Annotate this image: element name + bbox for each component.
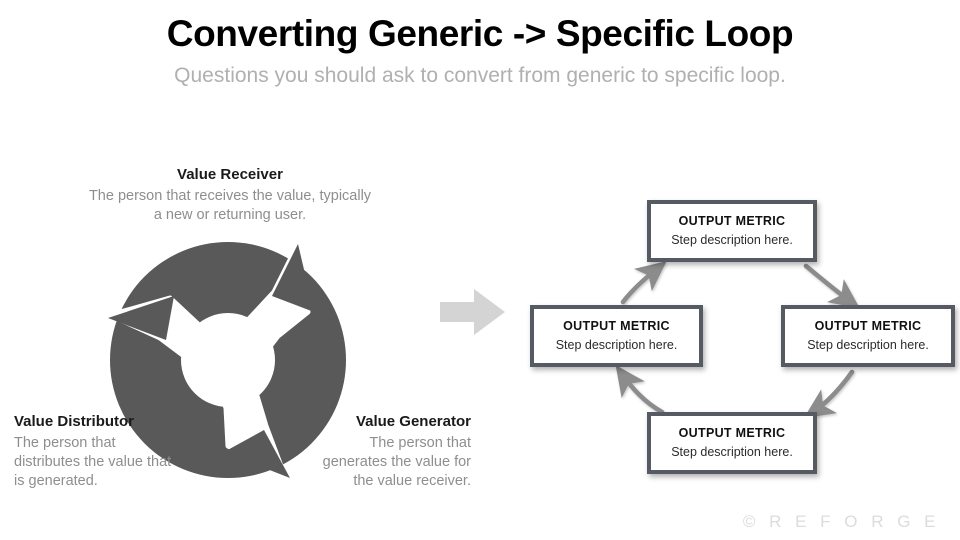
connector-right-to-bottom <box>803 369 855 419</box>
right-arrow-icon <box>440 289 505 335</box>
metric-box-left[interactable]: OUTPUT METRIC Step description here. <box>530 305 703 367</box>
label-value-generator: Value Generator The person that generate… <box>306 412 471 491</box>
metric-box-right-title: OUTPUT METRIC <box>814 319 922 334</box>
value-distributor-title: Value Distributor <box>14 413 135 430</box>
circular-loop-arrows-icon <box>108 242 346 478</box>
value-receiver-title: Value Receiver <box>177 166 283 183</box>
metric-box-left-title: OUTPUT METRIC <box>563 319 670 334</box>
metric-box-top-description: Step description here. <box>671 232 793 247</box>
value-generator-title: Value Generator <box>355 413 471 430</box>
connector-bottom-to-left <box>615 365 665 415</box>
page-subtitle: Questions you should ask to convert from… <box>174 63 786 87</box>
metric-box-top-title: OUTPUT METRIC <box>678 214 786 229</box>
metric-box-bottom-title: OUTPUT METRIC <box>678 426 786 441</box>
page-title: Converting Generic -> Specific Loop <box>166 13 794 54</box>
metric-box-bottom-description: Step description here. <box>671 444 793 459</box>
label-value-receiver: Value Receiver The person that receives … <box>85 165 375 225</box>
reforge-watermark: © R E F O R G E <box>742 512 940 531</box>
specific-loop-panel: OUTPUT METRIC Step description here. OUT… <box>510 190 960 500</box>
slide-header: Converting Generic -> Specific Loop Ques… <box>0 13 960 88</box>
generic-loop-panel: Value Receiver The person that receives … <box>0 140 480 510</box>
connector-top-to-right <box>803 263 860 309</box>
metric-box-bottom[interactable]: OUTPUT METRIC Step description here. <box>647 412 817 474</box>
value-generator-description: The person that generates the value for … <box>322 434 471 490</box>
metric-box-right-description: Step description here. <box>807 337 929 352</box>
connector-left-to-top <box>620 261 667 305</box>
label-value-distributor: Value Distributor The person that distri… <box>14 412 174 491</box>
value-distributor-description: The person that distributes the value th… <box>14 434 172 490</box>
metric-box-top[interactable]: OUTPUT METRIC Step description here. <box>647 200 817 262</box>
metric-box-right[interactable]: OUTPUT METRIC Step description here. <box>781 305 955 367</box>
metric-box-left-description: Step description here. <box>555 337 678 352</box>
value-receiver-description: The person that receives the value, typi… <box>88 187 372 223</box>
